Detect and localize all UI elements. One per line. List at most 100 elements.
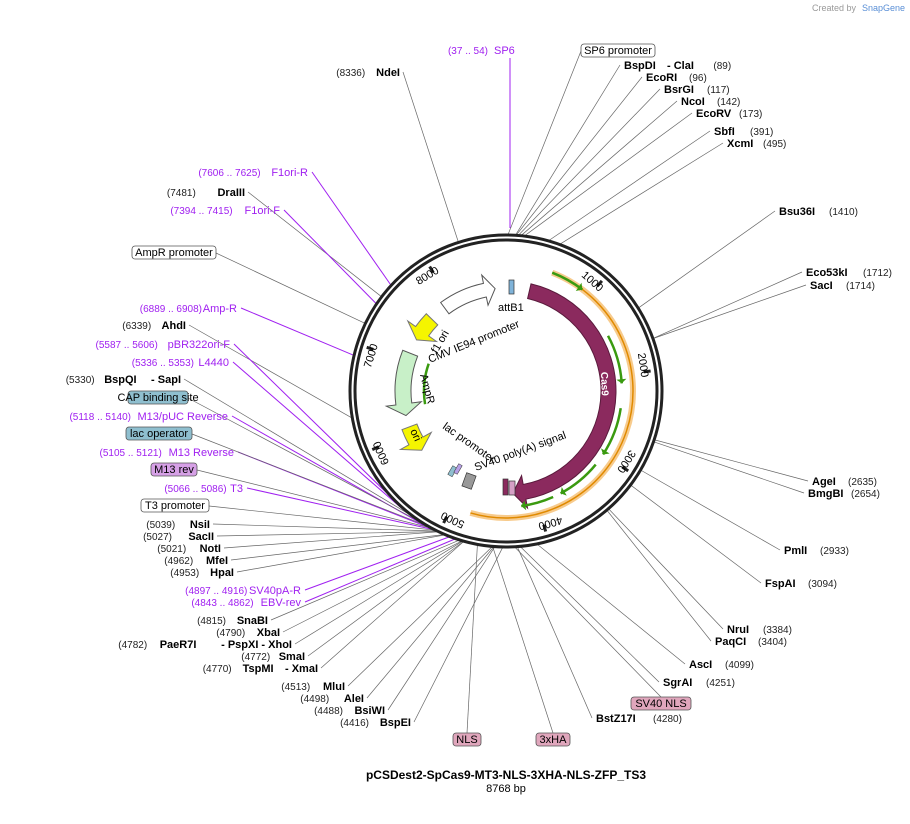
enzyme-label-bspdi[interactable]: BspDI: [624, 60, 656, 72]
features-layer: [384, 269, 636, 521]
enzyme-label-saci[interactable]: SacI: [810, 280, 833, 292]
enzyme-position: (5330): [66, 375, 95, 386]
enzyme-position: (7481): [167, 188, 196, 199]
primer-label[interactable]: SV40pA-R: [249, 585, 301, 597]
primer-label[interactable]: M13/pUC Reverse: [138, 411, 228, 423]
plasmid-length: 8768 bp: [486, 783, 526, 795]
feature-box[interactable]: [131, 245, 217, 260]
leader-line: [537, 544, 686, 665]
enzyme-position: (96): [689, 73, 707, 84]
enzyme-label-smai[interactable]: SmaI: [279, 651, 305, 663]
primer-label[interactable]: L4440: [198, 357, 229, 369]
primer-label[interactable]: F1ori-F: [245, 205, 281, 217]
enzyme-label-sbfi[interactable]: SbfI: [714, 126, 735, 138]
enzyme-label-bsu36i[interactable]: Bsu36I: [779, 206, 815, 218]
enzyme-label-bsiwi[interactable]: BsiWI: [354, 705, 385, 717]
enzyme-label-mlui[interactable]: MluI: [323, 681, 345, 693]
enzyme-label-mfei[interactable]: MfeI: [206, 555, 228, 567]
enzyme-label-bsrgi[interactable]: BsrGI: [664, 84, 694, 96]
primer-range: (37 .. 54): [448, 46, 488, 57]
enzyme-label-ncoi[interactable]: NcoI: [681, 96, 705, 108]
primer-label[interactable]: M13 Reverse: [169, 447, 234, 459]
feature-box[interactable]: [127, 390, 189, 405]
feature-box[interactable]: [580, 43, 656, 58]
ori-label: ori: [407, 427, 423, 443]
cmv-promoter-arrow[interactable]: [439, 273, 496, 315]
enzyme-label-xbai[interactable]: XbaI: [257, 627, 280, 639]
ha-marker[interactable]: [508, 480, 516, 496]
enzyme-label-nsii[interactable]: NsiI: [190, 519, 210, 531]
cas9-feature-arrow[interactable]: [512, 283, 617, 510]
primer-label[interactable]: pBR322ori-F: [168, 339, 231, 351]
feature-box[interactable]: [140, 498, 210, 513]
enzyme-label-agei[interactable]: AgeI: [812, 476, 836, 488]
enzyme-label-sacii[interactable]: SacII: [188, 531, 214, 543]
enzyme-label-ndei[interactable]: NdeI: [376, 67, 400, 79]
primer-line: [283, 209, 377, 304]
primer-label[interactable]: Amp-R: [203, 303, 237, 315]
ampr-feature-arrow[interactable]: [384, 349, 423, 417]
nls-marker[interactable]: [502, 478, 509, 496]
enzyme-label-snabi[interactable]: SnaBI: [237, 615, 268, 627]
tick-label: 2000: [635, 352, 650, 378]
primer-range: (5118 .. 5140): [69, 412, 131, 423]
leader-line: [183, 378, 408, 514]
enzyme-label-sgrai[interactable]: SgrAI: [663, 677, 692, 689]
feature-box[interactable]: [630, 696, 692, 711]
feature-box-label: M13 rev: [154, 464, 194, 476]
primer-label[interactable]: EBV-rev: [261, 597, 302, 609]
feature-box[interactable]: [535, 732, 571, 747]
enzyme-label-extra[interactable]: - XmaI: [285, 663, 318, 675]
f1ori-feature-arrow[interactable]: [406, 313, 439, 343]
leader-line: [320, 541, 464, 669]
enzyme-position: (4099): [725, 660, 754, 671]
enzyme-label-asci[interactable]: AscI: [689, 659, 712, 671]
enzyme-label-hpai[interactable]: HpaI: [210, 567, 234, 579]
enzyme-label-ahdi[interactable]: AhdI: [162, 320, 186, 332]
enzyme-label-extra[interactable]: - ClaI: [667, 60, 694, 72]
enzyme-label-paqci[interactable]: PaqCI: [715, 636, 746, 648]
tick-label: 7000: [362, 342, 381, 369]
leader-lines: [183, 50, 809, 734]
orf-arrow-segment: [551, 271, 584, 291]
enzyme-label-extra[interactable]: - SapI: [151, 374, 181, 386]
enzyme-label-eco53ki[interactable]: Eco53kI: [806, 267, 848, 279]
enzyme-label-bspei[interactable]: BspEI: [380, 717, 411, 729]
feature-box-label: AmpR promoter: [135, 247, 213, 259]
enzyme-label-tspmi[interactable]: TspMI: [243, 663, 274, 675]
enzyme-label-ecorv[interactable]: EcoRV: [696, 108, 732, 120]
enzyme-position: (4251): [706, 678, 735, 689]
primer-label[interactable]: T3: [230, 483, 243, 495]
enzyme-label-bmgbi[interactable]: BmgBI: [808, 488, 843, 500]
attb1-marker[interactable]: [508, 279, 515, 295]
enzyme-position: (5021): [157, 544, 186, 555]
leader-line: [230, 534, 443, 561]
enzyme-label-bspqi[interactable]: BspQI: [104, 374, 136, 386]
enzyme-label-xcmi[interactable]: XcmI: [727, 138, 753, 150]
feature-box[interactable]: [125, 426, 193, 441]
enzyme-label-extra[interactable]: - PspXI - XhoI: [221, 639, 292, 651]
enzyme-label-bstz17i[interactable]: BstZ17I: [596, 713, 636, 725]
leader-line: [641, 470, 781, 551]
primer-label[interactable]: F1ori-R: [271, 167, 308, 179]
enzyme-position: (4815): [197, 616, 226, 627]
primer-label-sp6[interactable]: SP6: [494, 45, 515, 57]
lac-promoter-marker[interactable]: [461, 472, 477, 490]
site-labels: BspDI- ClaI(89)EcoRI(96)BsrGI(117)NcoI(1…: [66, 43, 892, 747]
enzyme-label-pmli[interactable]: PmlI: [784, 545, 807, 557]
lac-operator-marker: [453, 463, 463, 475]
tick-label: 4000: [537, 514, 564, 532]
feature-box[interactable]: [452, 732, 482, 747]
primer-range: (6889 .. 6908): [140, 304, 202, 315]
enzyme-position: (4790): [216, 628, 245, 639]
enzyme-label-draiii[interactable]: DraIII: [217, 187, 245, 199]
enzyme-label-paer7i[interactable]: PaeR7I: [160, 639, 197, 651]
enzyme-label-nrui[interactable]: NruI: [727, 624, 749, 636]
enzyme-label-alei[interactable]: AleI: [344, 693, 364, 705]
feature-box[interactable]: [150, 462, 198, 477]
enzyme-label-fspai[interactable]: FspAI: [765, 578, 796, 590]
orf-arrow-head: [575, 282, 583, 291]
ori-feature-arrow[interactable]: [398, 423, 433, 451]
enzyme-label-ecori[interactable]: EcoRI: [646, 72, 677, 84]
enzyme-label-noti[interactable]: NotI: [200, 543, 221, 555]
